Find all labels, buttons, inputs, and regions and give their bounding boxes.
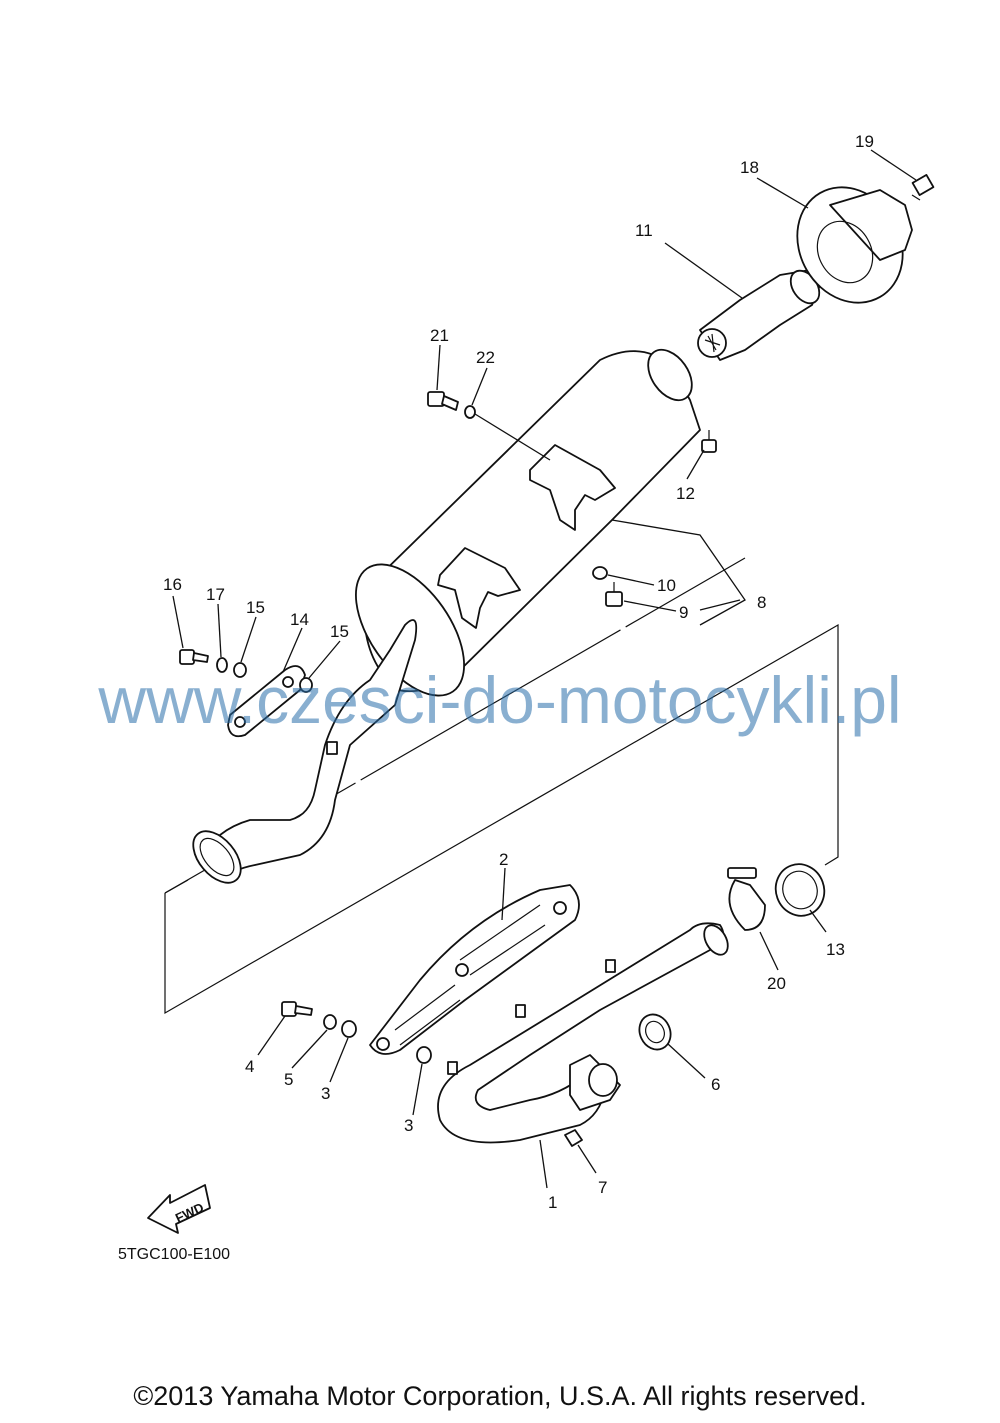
callout-15-right: 15 bbox=[330, 622, 349, 641]
watermark-url: www.czesci-do-motocykli.pl bbox=[98, 663, 902, 737]
callout-3-right: 3 bbox=[404, 1116, 413, 1135]
seals-and-clamp bbox=[638, 863, 826, 1051]
callout-9: 9 bbox=[679, 603, 688, 622]
callout-8: 8 bbox=[757, 593, 766, 612]
callout-16: 16 bbox=[163, 575, 182, 594]
bolt-19 bbox=[911, 174, 935, 201]
end-cap bbox=[796, 186, 913, 304]
frame-line bbox=[164, 623, 839, 1015]
callout-4: 4 bbox=[245, 1057, 254, 1076]
callout-20: 20 bbox=[767, 974, 786, 993]
callout-5: 5 bbox=[284, 1070, 293, 1089]
callout-13: 13 bbox=[826, 940, 845, 959]
lower-hardware bbox=[281, 1001, 432, 1064]
callout-14: 14 bbox=[290, 610, 309, 629]
mount-plate bbox=[179, 649, 313, 738]
callout-22: 22 bbox=[476, 348, 495, 367]
callout-11: 11 bbox=[635, 221, 653, 240]
callout-18: 18 bbox=[740, 158, 759, 177]
callout-17: 17 bbox=[206, 585, 225, 604]
muffler-body bbox=[192, 348, 701, 884]
callout-1: 1 bbox=[548, 1193, 557, 1212]
callout-3-left: 3 bbox=[321, 1084, 330, 1103]
drawing-code: 5TGC100-E100 bbox=[118, 1246, 231, 1263]
muffler-bracket-upper bbox=[529, 444, 616, 531]
callout-19: 19 bbox=[855, 132, 874, 151]
exhaust-header-pipe bbox=[437, 922, 729, 1147]
callout-10: 10 bbox=[657, 576, 676, 595]
callout-21: 21 bbox=[430, 326, 449, 345]
callout-12: 12 bbox=[676, 484, 695, 503]
muffler-hardware bbox=[427, 391, 717, 607]
callout-15-left: 15 bbox=[246, 598, 265, 617]
callout-2: 2 bbox=[499, 850, 508, 869]
callout-6: 6 bbox=[711, 1075, 720, 1094]
leader-lines bbox=[172, 149, 917, 1189]
pipe-tab bbox=[326, 741, 338, 755]
muffler-bracket-lower bbox=[437, 547, 521, 629]
heat-protector bbox=[369, 884, 580, 1055]
callout-7: 7 bbox=[598, 1178, 607, 1197]
copyright-notice: ©2013 Yamaha Motor Corporation, U.S.A. A… bbox=[133, 1381, 867, 1411]
callout-labels: 1 2 3 3 4 5 6 7 8 9 10 11 12 13 14 15 15… bbox=[163, 132, 874, 1212]
fwd-arrow-icon: FWD bbox=[147, 1184, 211, 1234]
